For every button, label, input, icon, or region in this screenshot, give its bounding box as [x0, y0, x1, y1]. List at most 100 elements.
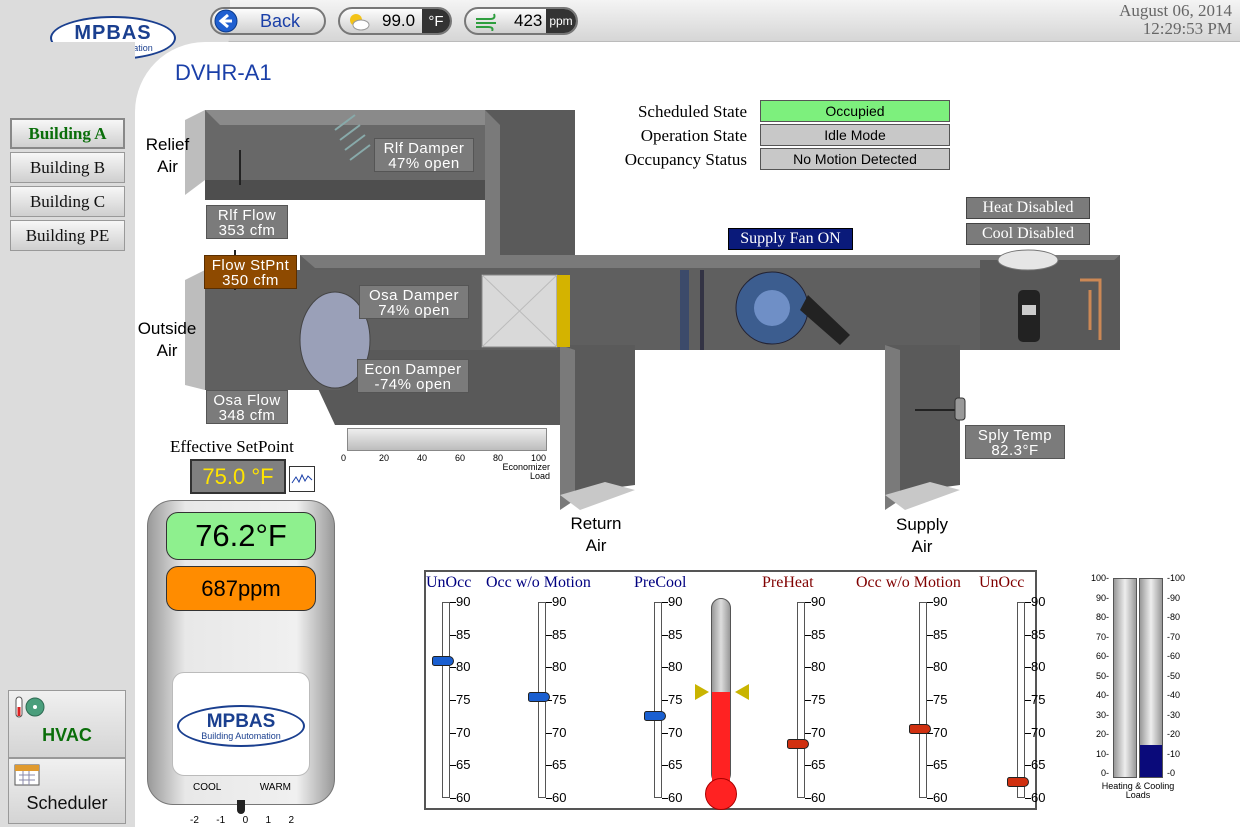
zone-co2-display: 687ppm: [166, 566, 316, 611]
zone-temp-arrow-right: [735, 684, 749, 701]
scale-tick-label: 85: [811, 626, 826, 642]
scale-tick-label: 85: [668, 626, 683, 642]
scale-tick-label: 60: [668, 790, 683, 805]
thermometer-bulb: [705, 778, 737, 810]
thermostat-logo-tagline: Building Automation: [201, 730, 281, 741]
scale-tick-mark: [662, 634, 668, 636]
scale-tick-mark: [927, 765, 933, 767]
sidebar-item-building-b[interactable]: Building B: [10, 152, 125, 183]
operation-state-value: Idle Mode: [760, 124, 950, 146]
heat-disabled-status[interactable]: Heat Disabled: [966, 197, 1090, 219]
dial-tick: 2: [288, 815, 294, 826]
scale-tick-mark: [450, 667, 456, 669]
trend-chart-icon: [291, 473, 313, 484]
wind-icon: [476, 13, 496, 31]
warm-label: WARM: [259, 782, 291, 793]
co2-value: 423: [514, 11, 543, 30]
zone-temp-display: 76.2°F: [166, 512, 316, 560]
dial-tick: -1: [216, 815, 226, 826]
scale-tick-mark: [662, 798, 668, 799]
heating-load-bar: [1113, 578, 1137, 778]
back-arrow-icon: [214, 9, 238, 33]
thermostat-dial[interactable]: [237, 800, 245, 814]
thermostat-logo-panel: MPBAS Building Automation: [172, 672, 310, 776]
load-tick-label: -40: [1167, 690, 1181, 700]
scale-tick-label: 80: [933, 659, 948, 675]
load-tick-label: -100: [1167, 573, 1186, 583]
thermostat-logo-name: MPBAS: [206, 710, 276, 732]
load-tick-label: -90: [1167, 592, 1181, 603]
scale-tick-mark: [805, 700, 811, 701]
scale-tick-mark: [805, 765, 811, 767]
scale-tick-label: 65: [668, 757, 683, 773]
scale-header: Occ w/o Motion: [486, 574, 591, 591]
setpoint-marker: [528, 692, 550, 703]
setpoint-marker: [1007, 777, 1029, 788]
scheduled-state-label: Scheduled State: [637, 102, 747, 121]
scale-tick-label: 60: [552, 790, 567, 805]
scale-header: UnOcc: [426, 574, 472, 591]
load-tick-label: 60-: [1095, 651, 1109, 661]
hvac-nav-button[interactable]: HVAC: [8, 690, 126, 758]
thermometer-fill: [712, 692, 730, 788]
sidebar-item-building-a[interactable]: Building A: [10, 118, 125, 149]
scale-tick-label: 85: [552, 626, 567, 642]
sidebar-item-building-pe[interactable]: Building PE: [10, 220, 125, 251]
outside-co2-display: 423 ppm: [464, 7, 578, 35]
scale-tick-label: 90: [668, 594, 683, 609]
load-tick-label: -0: [1167, 768, 1176, 778]
scale-header: PreCool: [634, 574, 687, 591]
load-tick-label: -60: [1167, 651, 1181, 661]
setpoint-marker: [644, 711, 666, 722]
calendar-icon: [14, 764, 40, 786]
supply-fan-status[interactable]: Supply Fan ON: [728, 228, 853, 250]
scale-tick-label: 70: [1031, 724, 1046, 740]
scale-tick-label: 70: [933, 724, 948, 740]
load-tick-label: 50-: [1095, 670, 1109, 681]
economizer-tick: 60: [455, 453, 466, 463]
economizer-load-bar: [347, 428, 547, 451]
effective-setpoint-value[interactable]: 75.0 °F: [190, 459, 286, 494]
load-ticks-right: -100-90-80-70-60-50-40-30-20-10-0: [1165, 573, 1191, 778]
scale-tick-mark: [546, 602, 552, 603]
scale-tick-mark: [805, 798, 811, 799]
scale-tick-label: 60: [933, 790, 948, 805]
scale-tick-label: 70: [456, 724, 471, 740]
outside-temp-unit: °F: [422, 9, 450, 33]
scale-tick-label: 65: [1031, 757, 1046, 773]
scale-tick-mark: [1025, 765, 1031, 767]
scale-tick-label: 80: [668, 659, 683, 675]
sidebar-item-building-c[interactable]: Building C: [10, 186, 125, 217]
scale-tick-mark: [927, 634, 933, 636]
trend-chart-button[interactable]: [289, 466, 315, 492]
cool-warm-labels: COOL WARM: [193, 782, 291, 793]
scale-tick-label: 65: [456, 757, 471, 773]
outside-temp-value: 99.0: [382, 11, 416, 30]
scale-column: [797, 602, 805, 798]
scale-tick-label: 75: [933, 692, 948, 707]
scale-tick-mark: [450, 798, 456, 799]
page-title: DVHR-A1: [175, 60, 272, 85]
dial-tick: -2: [190, 815, 199, 826]
scheduler-nav-button[interactable]: Scheduler: [8, 758, 126, 824]
economizer-tick: 0: [341, 453, 347, 463]
back-button[interactable]: Back: [210, 7, 326, 35]
economizer-tick: 40: [417, 453, 428, 463]
scale-tick-label: 70: [552, 724, 567, 740]
econ-damper-readout[interactable]: Econ Damper-74% open: [357, 359, 469, 393]
scale-tick-label: 75: [1031, 692, 1046, 707]
cool-disabled-status[interactable]: Cool Disabled: [966, 223, 1090, 245]
scale-tick-mark: [805, 602, 811, 603]
setpoint-marker: [787, 739, 809, 750]
setpoint-marker: [432, 655, 454, 666]
